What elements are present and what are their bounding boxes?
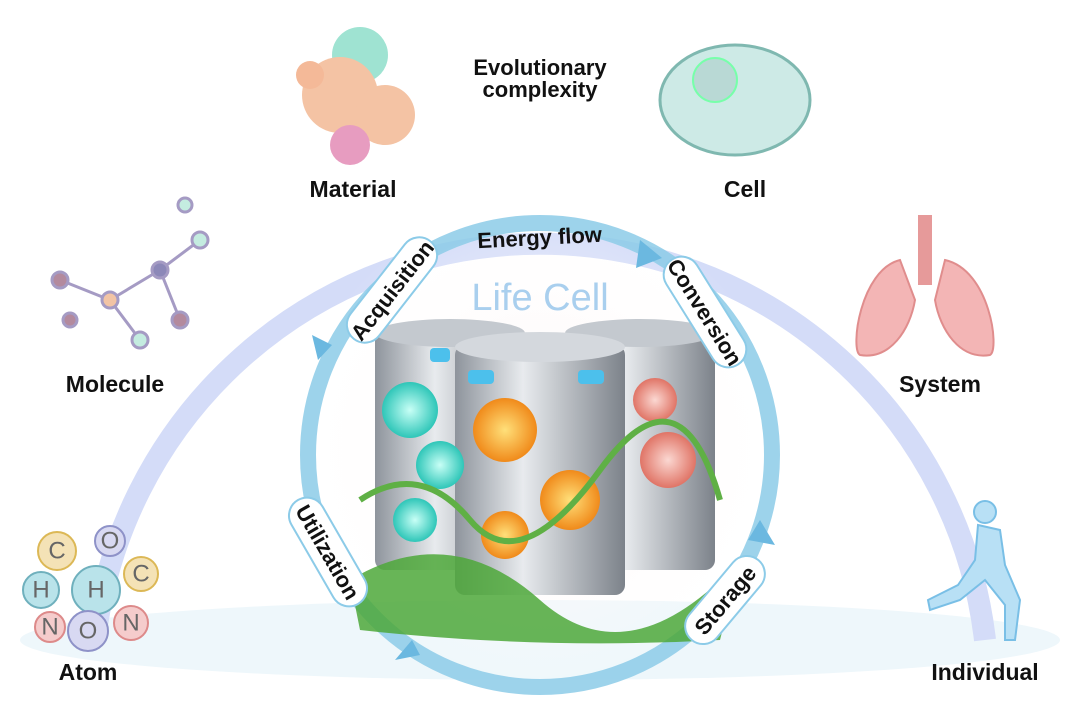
arrow-icon	[748, 520, 775, 545]
arrow-icon	[312, 335, 332, 360]
arrow-icon	[395, 640, 420, 660]
svg-text:O: O	[101, 528, 120, 555]
arrow-icon	[636, 240, 662, 268]
evolution-title-2: complexity	[483, 77, 599, 102]
stage-molecule: Molecule	[66, 371, 164, 397]
stage-material: Material	[310, 176, 397, 202]
evolution-title-1: Evolutionary	[473, 55, 607, 80]
atom-cluster: C O H H C N O N	[22, 525, 159, 652]
energy-ring	[300, 215, 780, 695]
center-label: Life Cell	[471, 277, 608, 319]
molecule-icon	[50, 196, 210, 350]
stage-atom: Atom	[59, 659, 118, 685]
runner-icon	[926, 500, 1022, 641]
svg-text:C: C	[48, 538, 65, 565]
stage-system: System	[899, 371, 981, 397]
svg-text:H: H	[87, 577, 104, 604]
protein-structure-icon	[296, 27, 415, 165]
cell-icon	[658, 43, 812, 157]
svg-text:O: O	[79, 618, 98, 645]
bioreactor-illustration	[350, 319, 740, 644]
lungs-icon	[855, 215, 995, 357]
stage-individual: Individual	[931, 659, 1038, 685]
svg-text:C: C	[132, 561, 149, 588]
stage-cell: Cell	[724, 176, 766, 202]
svg-text:H: H	[32, 577, 49, 604]
svg-text:N: N	[122, 610, 139, 637]
svg-text:N: N	[41, 614, 58, 641]
